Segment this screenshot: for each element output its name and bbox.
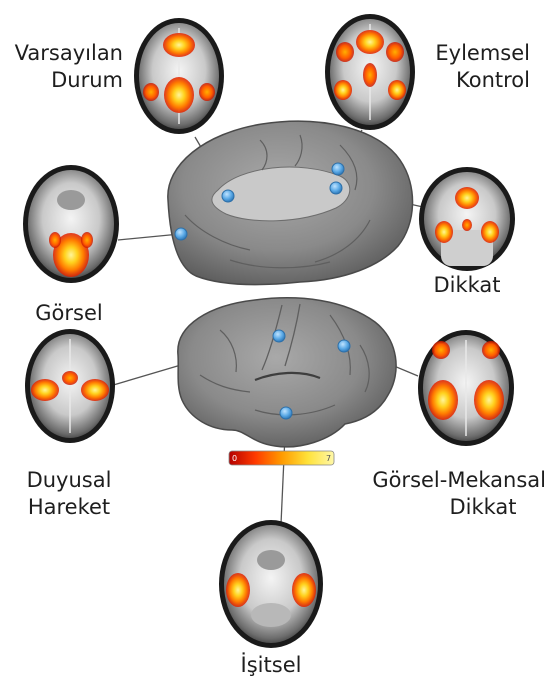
slice-visuospatial	[418, 330, 514, 446]
marker-attention	[330, 182, 342, 194]
label-default-mode: Varsayılan Durum	[8, 40, 123, 94]
label-executive-control-line2: Kontrol	[420, 67, 530, 94]
slice-default-mode	[134, 18, 224, 134]
label-visual: Görsel	[14, 300, 124, 327]
colorbar-min-label: 0	[232, 454, 237, 463]
label-auditory-text: İşitsel	[216, 652, 326, 679]
label-attention: Dikkat	[412, 272, 522, 299]
slice-executive-control	[325, 14, 415, 130]
marker-executive-control	[332, 163, 344, 175]
slice-sensorimotor	[25, 329, 115, 443]
slice-auditory	[219, 520, 323, 648]
label-executive-control: Eylemsel Kontrol	[420, 40, 530, 94]
label-visuospatial: Görsel-Mekansal Dikkat	[360, 467, 546, 521]
label-default-mode-line1: Varsayılan	[8, 40, 123, 67]
label-visual-text: Görsel	[14, 300, 124, 327]
label-visuospatial-line2: Dikkat	[360, 494, 546, 521]
colorbar-max-label: 7	[326, 454, 331, 463]
medial-brain-surface	[168, 121, 413, 284]
colorbar: 0 7	[229, 451, 334, 465]
marker-visuospatial	[338, 340, 350, 352]
label-visuospatial-line1: Görsel-Mekansal	[360, 467, 546, 494]
label-sensorimotor-line1: Duyusal	[14, 467, 124, 494]
slice-visual	[23, 165, 119, 283]
marker-default-mode	[222, 190, 234, 202]
connector-visual	[118, 234, 180, 240]
lateral-brain-surface	[178, 298, 396, 447]
label-sensorimotor: Duyusal Hareket	[14, 467, 124, 521]
label-executive-control-line1: Eylemsel	[420, 40, 530, 67]
marker-sensorimotor	[273, 330, 285, 342]
label-default-mode-line2: Durum	[8, 67, 123, 94]
marker-auditory	[280, 407, 292, 419]
slice-attention	[419, 167, 515, 271]
label-attention-text: Dikkat	[412, 272, 522, 299]
label-sensorimotor-line2: Hareket	[14, 494, 124, 521]
label-auditory: İşitsel	[216, 652, 326, 679]
marker-visual	[175, 228, 187, 240]
